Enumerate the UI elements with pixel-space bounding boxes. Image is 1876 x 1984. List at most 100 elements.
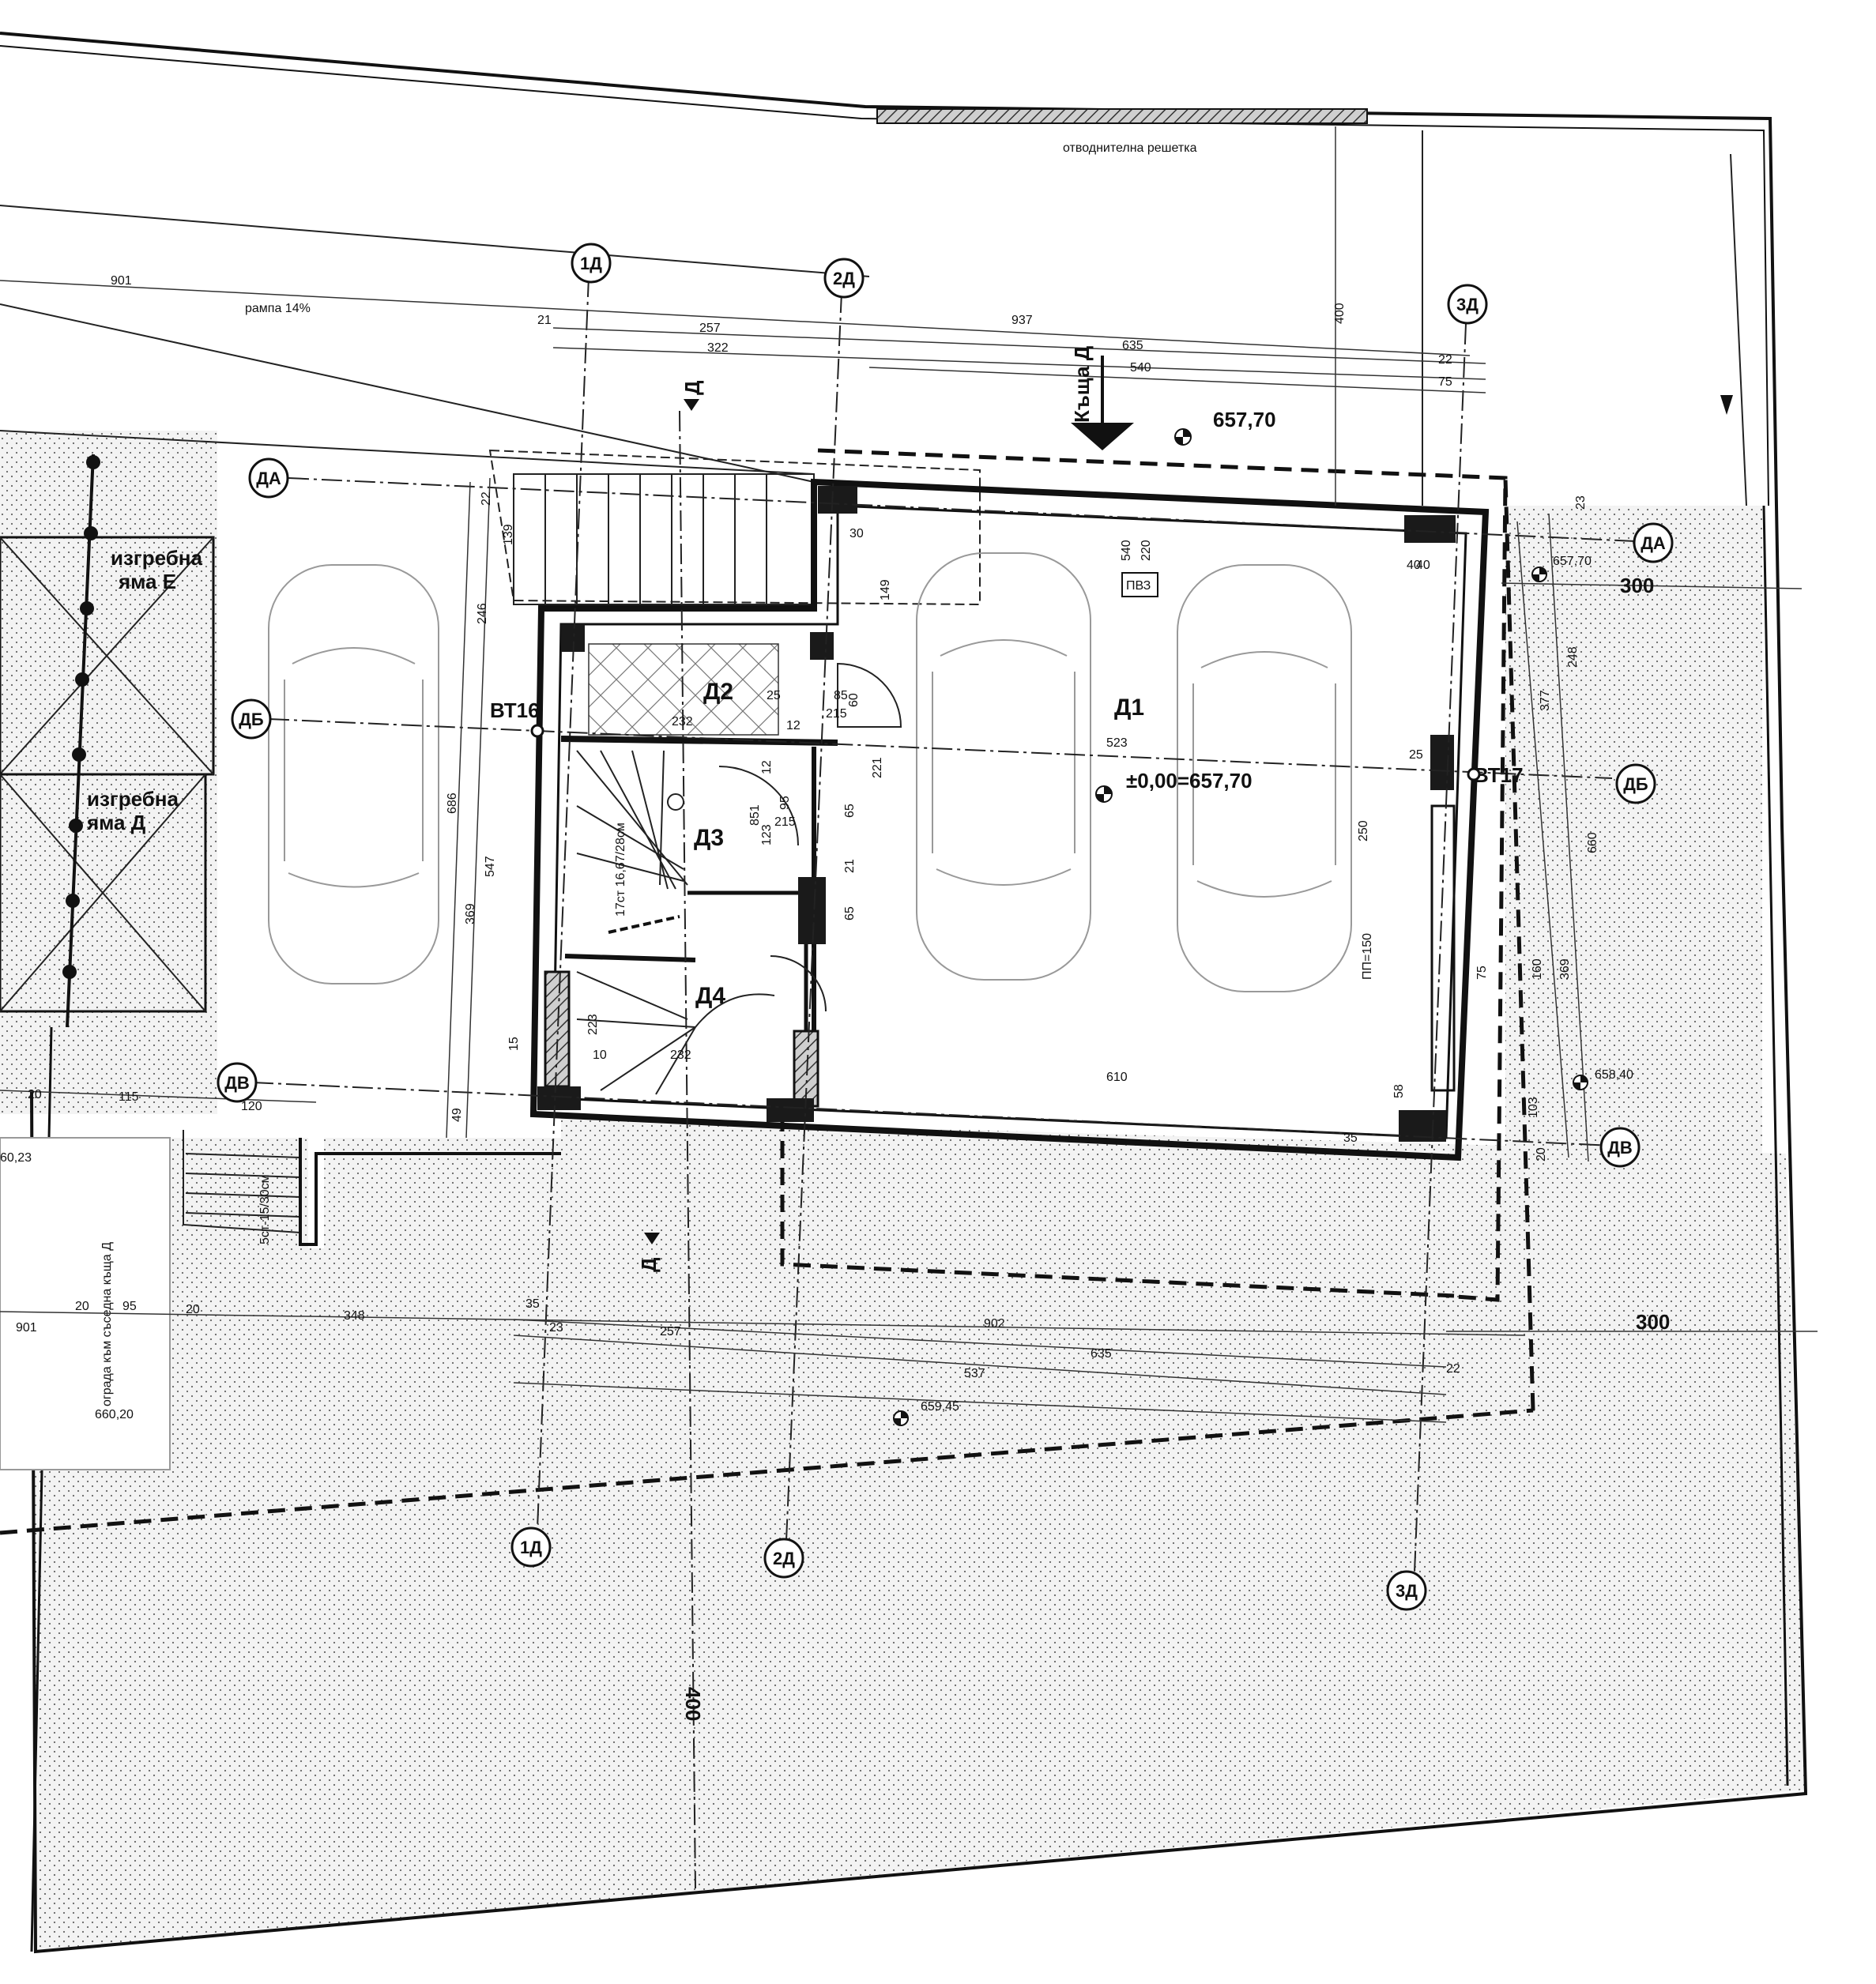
ground-left: [0, 431, 217, 1114]
dim-left-246: 246: [476, 603, 489, 624]
lot-dashed-line: [0, 1408, 1534, 1535]
dim-inner: 60: [847, 693, 861, 707]
garage-door: [1430, 804, 1456, 1092]
dim-inner: 85: [834, 689, 848, 702]
level-marker-top: 657,70: [1174, 408, 1276, 446]
pv-box: [1121, 572, 1158, 597]
stair-note-2: 5ст-15/30см: [258, 1174, 272, 1244]
ramp-line-1: [0, 205, 870, 277]
dim-top-937: 937: [1011, 314, 1033, 327]
column: [818, 486, 857, 514]
dim-right-23: 23: [1574, 495, 1588, 510]
dim-bottom-348: 348: [344, 1309, 365, 1323]
entry-stairs: [513, 473, 815, 605]
garage-outer-wall: [529, 478, 1490, 1161]
dim-right-300: 300: [1620, 574, 1654, 597]
axis-db-line: [268, 718, 1613, 779]
garage-inner-wall: [552, 504, 1467, 1139]
dim-right-660: 660: [1586, 832, 1599, 853]
axis-bubble-da-right: ДА: [1633, 522, 1674, 563]
dim-right-20: 20: [1535, 1147, 1548, 1161]
dim-top-901: 901: [111, 274, 132, 288]
axis-bubble-db-left: ДБ: [231, 698, 272, 740]
column: [798, 877, 826, 944]
dim-inner: 523: [1106, 736, 1128, 750]
column: [537, 1086, 581, 1110]
dim-inner: 250: [1357, 820, 1370, 841]
level-marker-right: 657,70: [1531, 555, 1592, 582]
axis-da-line: [288, 477, 1637, 542]
dim-inner: 215: [774, 815, 796, 829]
svg-text:ДА: ДА: [256, 469, 281, 488]
dim-right-103: 103: [1527, 1097, 1540, 1118]
dim-inner: 149: [879, 579, 892, 600]
dim-inner: 221: [871, 757, 884, 778]
dim-inner: 40: [1416, 559, 1430, 572]
ramp-line-3: [0, 430, 815, 475]
dim-inner: 215: [826, 707, 847, 721]
axis-bubble-1d-bottom: 1Д: [510, 1527, 552, 1568]
svg-text:659,45: 659,45: [921, 1400, 959, 1414]
dim-inner: 540: [1120, 540, 1133, 561]
column: [810, 632, 834, 660]
dim-bottom-35: 35: [526, 1297, 540, 1311]
dimension-lines: [0, 126, 1818, 1423]
dim-bottom-23: 23: [549, 1321, 563, 1335]
dim-right-377: 377: [1539, 690, 1552, 711]
axis-2d-line: [785, 292, 842, 1542]
dim-top-257: 257: [699, 322, 721, 335]
svg-text:Д: Д: [637, 1257, 661, 1272]
car-garage-1: [916, 552, 1091, 981]
level-left-top: 60,23: [0, 1151, 32, 1165]
ramp-arrow: [1720, 395, 1733, 415]
dim-inner: 65: [843, 804, 857, 818]
ground-right: [1505, 506, 1762, 1154]
stair-note: 17ст 16,67/28см: [614, 823, 627, 917]
pit-d-label-1: изгребна: [87, 787, 179, 811]
svg-text:ДВ: ДВ: [1607, 1138, 1633, 1158]
dim-inner: 25: [1409, 748, 1423, 762]
exterior-stairs: [183, 1130, 301, 1233]
dim-inner: 65: [843, 906, 857, 920]
svg-text:1Д: 1Д: [580, 254, 602, 273]
car-outside: [268, 564, 439, 984]
level-marker-lower-right: 658,40: [1573, 1068, 1633, 1090]
svg-text:1Д: 1Д: [520, 1538, 542, 1557]
dim-inner: 232: [670, 1048, 691, 1062]
section-arrow-bottom: Д: [637, 1233, 661, 1272]
level-left: 660,20: [95, 1408, 134, 1421]
vt17-label: ВТ17: [1474, 763, 1524, 787]
house-arrow: Къща Д: [1070, 345, 1134, 450]
entry-canopy-dashed: [488, 449, 981, 606]
dim-inner: 220: [1140, 540, 1153, 561]
vt16-marker: [530, 724, 544, 738]
dim-inner: 21: [843, 859, 857, 873]
room-d2: Д2: [703, 679, 733, 705]
dim-bottom-901: 901: [16, 1321, 37, 1335]
internal-stairs: [576, 750, 775, 1095]
svg-text:657,70: 657,70: [1553, 555, 1592, 568]
section-arrow-top: Д: [680, 380, 704, 411]
svg-text:Къща Д: Къща Д: [1070, 345, 1094, 423]
upper-floor-outline: [817, 448, 1508, 1302]
lot-dashed-line-right: [1503, 477, 1535, 1411]
car-garage-2: [1177, 564, 1352, 992]
dim-top-22: 22: [1438, 353, 1452, 367]
dim-left-686: 686: [446, 792, 459, 814]
dim-inner: 610: [1106, 1071, 1128, 1084]
dim-inner: 58: [1392, 1084, 1406, 1098]
dim-inner: 223: [586, 1014, 600, 1035]
dim-top-21: 21: [537, 314, 552, 327]
dim-bottom-300: 300: [1636, 1310, 1670, 1334]
vt16-label: ВТ16: [490, 698, 540, 722]
door-d3: [718, 766, 799, 846]
upper-floor-outline-2: [780, 1114, 1455, 1298]
dim-right-160: 160: [1531, 958, 1544, 980]
dim-inner: 40: [1407, 559, 1421, 572]
dim-top-540: 540: [1130, 361, 1151, 375]
dim-bottom-115: 115: [119, 1090, 139, 1104]
dim-top-635: 635: [1122, 339, 1143, 352]
svg-text:2Д: 2Д: [833, 269, 855, 288]
column: [1404, 515, 1456, 543]
